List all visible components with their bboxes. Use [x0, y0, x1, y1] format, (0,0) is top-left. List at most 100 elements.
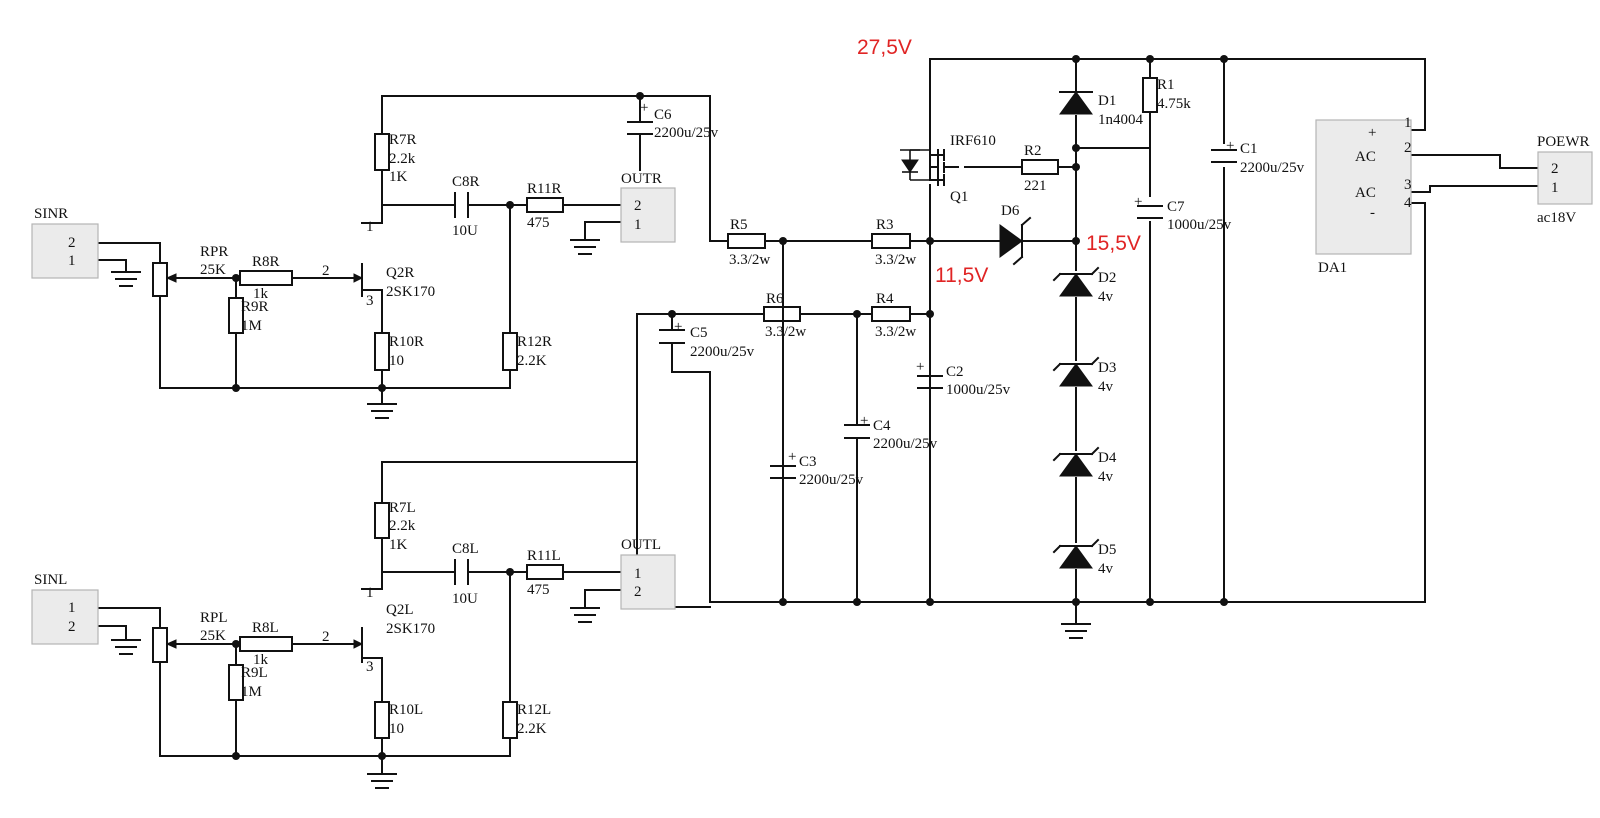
q2l-ref: Q2L — [386, 602, 414, 618]
r7l-value2: 1K — [389, 537, 408, 553]
r6-ref: R6 — [766, 291, 784, 307]
r2-ref: R2 — [1024, 143, 1042, 159]
resistor-r12r: R12R 2.2K — [502, 332, 552, 371]
r8l-value: 1k — [253, 652, 269, 668]
c3-value: 2200u/25v — [799, 472, 864, 488]
left-channel-wiring — [97, 461, 638, 775]
jfet-q2r: Q2R 2SK170 1 2 3 — [322, 204, 435, 309]
r8r-ref: R8R — [252, 254, 280, 270]
q1-ref: Q1 — [950, 189, 968, 205]
r9l-value: 1M — [241, 684, 262, 700]
q2r-pin: 1 — [366, 219, 374, 235]
connector-power: POEWR 2 1 ac18V — [1537, 134, 1593, 226]
c1-plus-icon: + — [1226, 138, 1234, 154]
r10l-ref: R10L — [389, 702, 423, 718]
c3-plus-icon: + — [788, 449, 796, 465]
connector-outr-pin: 2 — [634, 198, 642, 214]
bridge-pin-label: 1 — [1404, 115, 1412, 131]
ground-symbol-outr — [570, 239, 600, 255]
q2l-pin: 2 — [322, 629, 330, 645]
c6-plus-icon: + — [640, 100, 648, 116]
zener-diode-d6: D6 — [999, 203, 1032, 266]
q2r-pin: 2 — [322, 263, 330, 279]
resistor-r3: R33.3/2w — [871, 217, 916, 268]
c3-ref: C3 — [799, 454, 817, 470]
c2-ref: C2 — [946, 364, 964, 380]
r7r-value: 2.2k — [389, 151, 416, 167]
connector-outl-pin: 1 — [634, 566, 642, 582]
d5-value: 4v — [1098, 561, 1114, 577]
connector-sinr-pin: 1 — [68, 253, 76, 269]
c1-ref: C1 — [1240, 141, 1258, 157]
r10r-ref: R10R — [389, 334, 424, 350]
ground-symbol-outl — [570, 607, 600, 623]
c8l-value: 10U — [452, 591, 478, 607]
c8r-ref: C8R — [452, 174, 480, 190]
connector-power-pin: 1 — [1551, 180, 1559, 196]
c4-plus-icon: + — [860, 413, 868, 429]
bridge-pin-label: 2 — [1404, 140, 1412, 156]
q2r-pin: 3 — [366, 293, 374, 309]
bridge-ref: DA1 — [1318, 260, 1347, 276]
r8r-value: 1k — [253, 286, 269, 302]
c2-plus-icon: + — [916, 359, 924, 375]
d4-ref: D4 — [1098, 450, 1117, 466]
c1-value: 2200u/25v — [1240, 160, 1305, 176]
resistor-r6: R63.3/2w — [763, 291, 806, 340]
capacitor-c8l: C8L 10U — [452, 541, 479, 607]
r12l-ref: R12L — [517, 702, 551, 718]
bridge-rectifier-da1: + AC AC - 1 2 3 4 DA1 — [1315, 115, 1412, 276]
c2-value: 1000u/25v — [946, 382, 1011, 398]
resistor-r12l: R12L 2.2K — [502, 701, 551, 739]
ground-symbol-sinl — [111, 639, 141, 655]
bridge-pin-label: 4 — [1404, 195, 1412, 211]
d3-ref: D3 — [1098, 360, 1116, 376]
d6-ref: D6 — [1001, 203, 1020, 219]
r7r-ref: R7R — [389, 132, 417, 148]
r12r-value: 2.2K — [517, 353, 547, 369]
connector-power-value: ac18V — [1537, 210, 1576, 226]
supply-wiring — [381, 58, 1539, 625]
q2r-value: 2SK170 — [386, 284, 435, 300]
q2l-pin: 1 — [366, 585, 374, 601]
c4-ref: C4 — [873, 418, 891, 434]
q2l-value: 2SK170 — [386, 621, 435, 637]
c7-value: 1000u/25v — [1167, 217, 1232, 233]
r11l-ref: R11L — [527, 548, 561, 564]
d2-value: 4v — [1098, 289, 1114, 305]
rpr-ref: RPR — [200, 244, 228, 260]
c8l-ref: C8L — [452, 541, 479, 557]
connector-outr-name: OUTR — [621, 171, 662, 187]
r9r-value: 1M — [241, 318, 262, 334]
r3-ref: R3 — [876, 217, 894, 233]
q2r-ref: Q2R — [386, 265, 414, 281]
c4-value: 2200u/25v — [873, 436, 938, 452]
r5-ref: R5 — [730, 217, 748, 233]
r1-value: 4.75k — [1157, 96, 1191, 112]
connector-outl-pin: 2 — [634, 584, 642, 600]
q1-value: IRF610 — [950, 133, 996, 149]
r10r-value: 10 — [389, 353, 404, 369]
rpl-ref: RPL — [200, 610, 228, 626]
connector-sinr: SINR 2 1 — [31, 206, 99, 279]
mosfet-q1: IRF610 Q1 — [900, 133, 996, 205]
r11r-ref: R11R — [527, 181, 561, 197]
r9r-ref: R9R — [241, 299, 269, 315]
r5-value: 3.3/2w — [729, 252, 770, 268]
r12r-ref: R12R — [517, 334, 552, 350]
r12l-value: 2.2K — [517, 721, 547, 737]
connector-outl: OUTL 1 2 — [620, 537, 676, 610]
